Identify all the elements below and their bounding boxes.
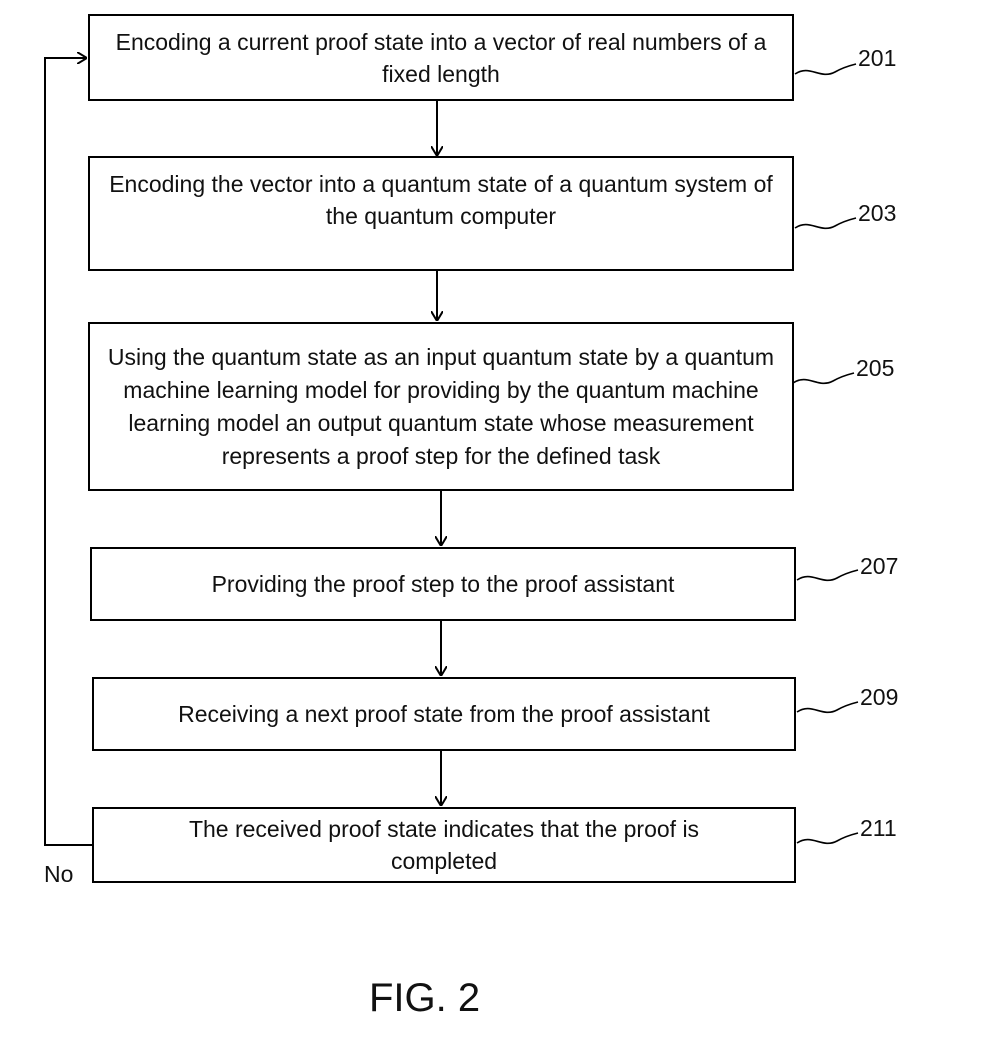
- step-207-box: Providing the proof step to the proof as…: [90, 547, 796, 621]
- leader-207: [797, 570, 858, 580]
- loop-label-no: No: [44, 862, 73, 886]
- leader-205: [793, 373, 854, 383]
- leader-211: [797, 833, 858, 843]
- leader-209: [797, 702, 858, 712]
- leader-203: [795, 218, 856, 228]
- ref-203: 203: [858, 201, 896, 225]
- step-201-box: Encoding a current proof state into a ve…: [88, 14, 794, 101]
- leader-201: [795, 64, 856, 74]
- figure-label: FIG. 2: [369, 976, 480, 1021]
- loop-back-arrow: [45, 58, 92, 845]
- step-211-text: The received proof state indicates that …: [144, 813, 744, 877]
- step-209-text: Receiving a next proof state from the pr…: [178, 698, 710, 730]
- step-205-box: Using the quantum state as an input quan…: [88, 322, 794, 491]
- ref-201: 201: [858, 46, 896, 70]
- step-209-box: Receiving a next proof state from the pr…: [92, 677, 796, 751]
- step-203-text: Encoding the vector into a quantum state…: [96, 168, 786, 232]
- ref-211: 211: [860, 816, 897, 840]
- ref-209: 209: [860, 685, 898, 709]
- ref-207: 207: [860, 554, 898, 578]
- step-211-box: The received proof state indicates that …: [92, 807, 796, 883]
- step-201-text: Encoding a current proof state into a ve…: [96, 26, 786, 90]
- step-207-text: Providing the proof step to the proof as…: [212, 568, 675, 600]
- step-205-text: Using the quantum state as an input quan…: [92, 341, 790, 473]
- step-203-box: Encoding the vector into a quantum state…: [88, 156, 794, 271]
- ref-205: 205: [856, 356, 894, 380]
